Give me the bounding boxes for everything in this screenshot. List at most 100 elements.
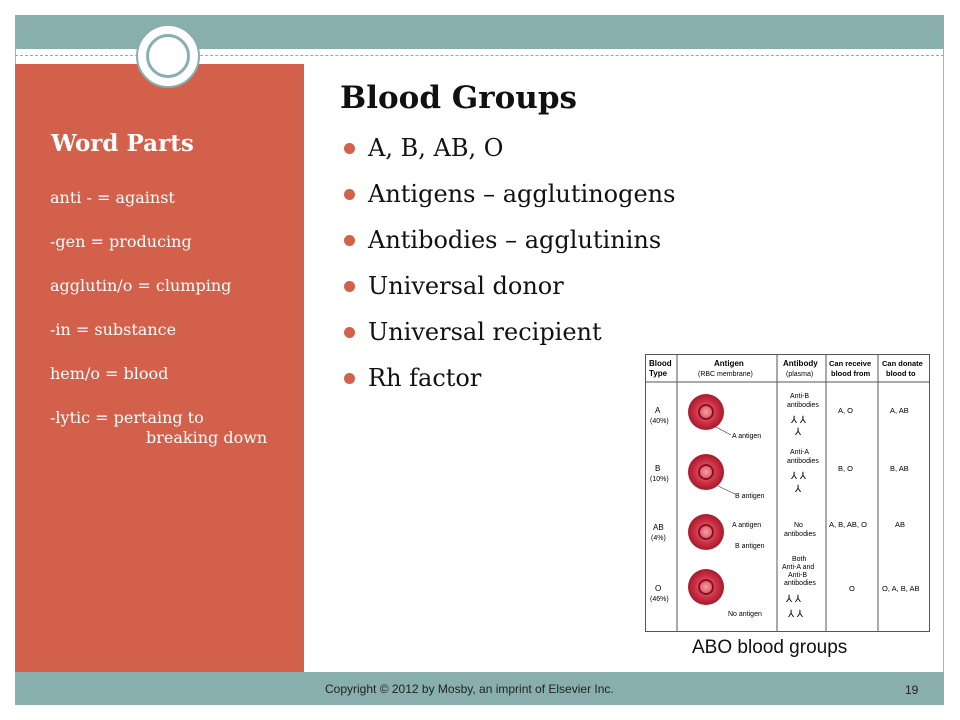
row-type: A <box>655 406 661 415</box>
decorative-circle-icon <box>136 24 200 88</box>
bullet-dot-icon <box>344 327 355 338</box>
bullet-dot-icon <box>344 235 355 246</box>
bullet-dot-icon <box>344 373 355 384</box>
antibody-text: antibodies <box>787 402 819 409</box>
word-part-text-continued: breaking down <box>146 428 268 447</box>
figure-caption: ABO blood groups <box>692 637 848 658</box>
antigen-label: A antigen <box>732 433 761 440</box>
receive-value: O <box>849 584 855 593</box>
row-percent: (46%) <box>650 596 669 603</box>
antibody-y-icon: ⅄ <box>794 427 802 438</box>
top-divider <box>15 55 944 56</box>
antigen-label: B antigen <box>735 543 765 550</box>
antigen-label: B antigen <box>735 493 765 500</box>
row-percent: (10%) <box>650 476 669 483</box>
bullet-text: Universal donor <box>368 272 564 300</box>
bullet-text: A, B, AB, O <box>368 134 504 162</box>
bullet-text: Rh factor <box>368 364 482 392</box>
header-antibody: Antibody <box>783 359 818 368</box>
word-parts-panel <box>15 64 304 672</box>
page-number: 19 <box>905 683 919 697</box>
word-part-text: -in = substance <box>50 320 177 339</box>
word-part-text: anti - = against <box>50 188 175 207</box>
bullet-dot-icon <box>344 281 355 292</box>
word-part-item: -in = substance <box>50 320 300 340</box>
bullet-item: Universal recipient <box>344 317 675 363</box>
donate-value: A, AB <box>890 406 909 415</box>
red-blood-cell-icon <box>688 514 724 550</box>
red-blood-cell-icon <box>688 569 724 605</box>
antibody-y-icon: ⅄ ⅄ <box>787 609 804 620</box>
cell-nucleus-ring <box>698 524 714 540</box>
abo-blood-group-figure: Blood Type Antigen (RBC membrane) Antibo… <box>645 354 930 632</box>
slide-title: Blood Groups <box>340 80 577 116</box>
receive-value: A, B, AB, O <box>829 520 867 529</box>
antibody-y-icon: ⅄ ⅄ <box>790 415 807 426</box>
row-percent: (4%) <box>651 535 666 542</box>
antibody-text: Anti-A and <box>782 564 814 571</box>
header-donate-sub: blood to <box>886 369 916 378</box>
row-type: AB <box>653 523 664 532</box>
bullet-dot-icon <box>344 143 355 154</box>
decorative-inner-ring <box>146 34 190 78</box>
word-part-text: -gen = producing <box>50 232 192 251</box>
word-parts-list: anti - = against -gen = producing agglut… <box>50 188 300 448</box>
bullet-item: Antigens – agglutinogens <box>344 179 675 225</box>
word-parts-title: Word Parts <box>51 130 194 157</box>
red-blood-cell-icon <box>688 454 724 490</box>
word-part-text: -lytic = pertaing to <box>50 408 204 427</box>
antibody-y-icon: ⅄ ⅄ <box>785 594 802 605</box>
bullet-item: Rh factor <box>344 363 675 409</box>
header-receive-sub: blood from <box>831 369 870 378</box>
antibody-y-icon: ⅄ <box>794 484 802 495</box>
antibody-text: No <box>794 522 803 529</box>
antibody-text: antibodies <box>784 580 816 587</box>
footer-band <box>15 672 944 705</box>
table-row: B (10%) B antigen Anti-A antibodies ⅄ ⅄ … <box>650 449 909 500</box>
word-part-text: hem/o = blood <box>50 364 169 383</box>
row-type: O <box>655 584 661 593</box>
header-receive: Can receive <box>829 359 871 368</box>
bullet-list: A, B, AB, O Antigens – agglutinogens Ant… <box>344 133 675 409</box>
word-part-item: hem/o = blood <box>50 364 300 384</box>
row-percent: (40%) <box>650 418 669 425</box>
bullet-text: Antigens – agglutinogens <box>368 180 676 208</box>
cell-nucleus-ring <box>698 404 714 420</box>
word-part-text: agglutin/o = clumping <box>50 276 232 295</box>
row-type: B <box>655 464 660 473</box>
header-antigen-sub: (RBC membrane) <box>698 371 753 378</box>
donate-value: AB <box>895 520 905 529</box>
bullet-text: Antibodies – agglutinins <box>368 226 662 254</box>
table-row: O (46%) No antigen Both Anti-A and Anti-… <box>650 556 920 620</box>
header-donate: Can donate <box>882 359 923 368</box>
word-part-item: agglutin/o = clumping <box>50 276 300 296</box>
header-antibody-sub: (plasma) <box>786 371 813 378</box>
bullet-item: Universal donor <box>344 271 675 317</box>
antibody-text: antibodies <box>787 458 819 465</box>
red-blood-cell-icon <box>688 394 724 430</box>
donate-value: B, AB <box>890 464 909 473</box>
antibody-text: Both <box>792 556 807 563</box>
bullet-item: A, B, AB, O <box>344 133 675 179</box>
antibody-y-icon: ⅄ ⅄ <box>790 471 807 482</box>
table-row: A (40%) A antigen Anti-B antibodies ⅄ ⅄ … <box>650 393 909 440</box>
antibody-text: antibodies <box>784 531 816 538</box>
table-row: AB (4%) A antigen B antigen No antibodie… <box>651 514 905 550</box>
antibody-text: Anti-B <box>790 393 809 400</box>
bullet-text: Universal recipient <box>368 318 602 346</box>
antibody-text: Anti-A <box>790 449 809 456</box>
antibody-text: Anti-B <box>788 572 807 579</box>
header-antigen: Antigen <box>714 359 744 368</box>
abo-table-svg: Blood Type Antigen (RBC membrane) Antibo… <box>646 355 929 631</box>
word-part-item: -gen = producing <box>50 232 300 252</box>
receive-value: B, O <box>838 464 853 473</box>
word-part-item: anti - = against <box>50 188 300 208</box>
receive-value: A, O <box>838 406 853 415</box>
bullet-item: Antibodies – agglutinins <box>344 225 675 271</box>
cell-nucleus-ring <box>698 579 714 595</box>
bullet-dot-icon <box>344 189 355 200</box>
donate-value: O, A, B, AB <box>882 584 920 593</box>
header-blood-type: Blood <box>649 359 672 368</box>
header-blood-type: Type <box>649 369 668 378</box>
